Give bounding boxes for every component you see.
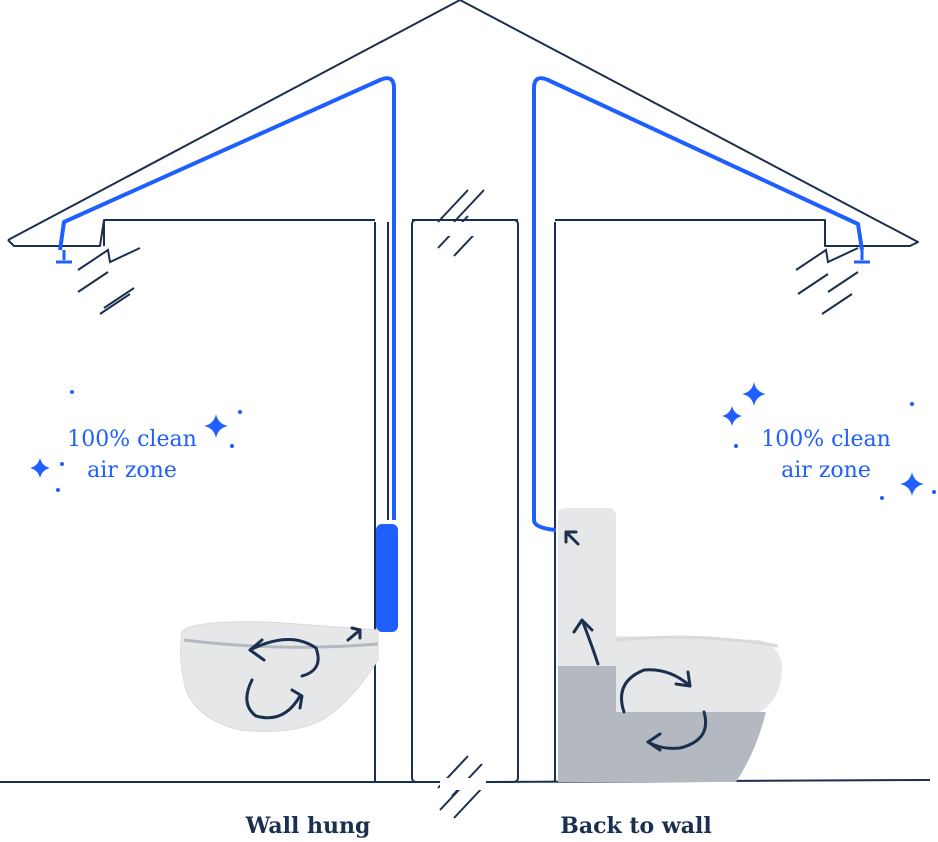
sparkle-icon [742,382,766,406]
back-to-wall-base [558,666,766,782]
left-sparkles [30,390,242,492]
back-to-wall-bowl-top [615,635,779,648]
back-to-wall-bowl [616,636,783,712]
dot-icon [932,490,936,494]
sparkle-icon [30,458,50,478]
left-clean-air-zone-label: 100% clean air zone [22,424,242,486]
back-to-wall-caption: Back to wall [560,813,712,839]
airflow-arrows [245,530,707,752]
dot-icon [60,462,64,466]
wall-hung-toilet-seat-line [183,638,379,649]
sparkle-icon [722,406,742,426]
right-room-wall [554,220,826,782]
dot-icon [880,496,884,500]
left-duct [58,76,396,520]
wall-hung-fan-unit [376,524,398,632]
left-vent-outlet [56,250,72,264]
dot-icon [230,444,234,448]
right-zone-line-2: air zone [781,458,871,483]
dot-icon [734,444,738,448]
right-vent-outlet [854,250,870,264]
left-zone-line-1: 100% clean [67,427,197,452]
wall-hung-toilet-bowl [180,621,379,732]
left-wall-break [77,247,141,315]
wall-hung-caption: Wall hung [245,813,371,839]
dot-icon [56,488,60,492]
right-duct [532,76,864,532]
right-zone-line-1: 100% clean [761,427,891,452]
right-wall-break [795,247,859,315]
central-wall [411,219,519,783]
dot-icon [70,390,74,394]
sparkle-icon [900,472,924,496]
left-room-wall [103,220,389,782]
dot-icon [910,402,914,406]
right-sparkles [722,382,936,500]
right-clean-air-zone-label: 100% clean air zone [716,424,936,486]
back-to-wall-cistern [558,508,616,666]
sparkle-icon [204,414,228,438]
dot-icon [238,410,242,414]
left-zone-line-2: air zone [87,458,177,483]
wall-break-top [437,189,485,257]
roof-outline [7,0,919,247]
